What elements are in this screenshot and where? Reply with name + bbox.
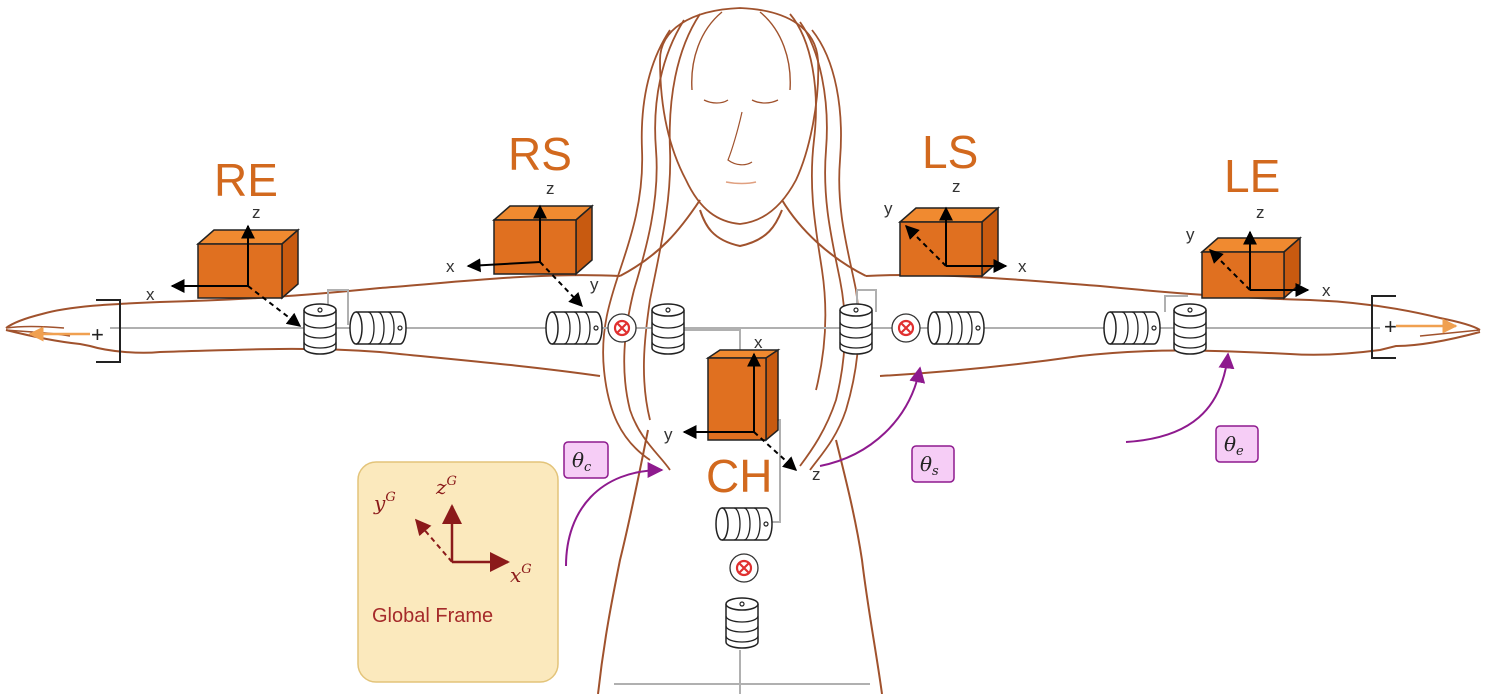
sensor-label-ch: CH: [706, 450, 772, 502]
axis-ch-x: x: [754, 333, 763, 352]
left-hand-marker: +: [1371, 295, 1458, 359]
sensor-rs: [466, 204, 594, 308]
axis-rs-z: z: [546, 179, 555, 198]
axis-re-z: z: [252, 203, 261, 222]
axis-rs-y: y: [590, 275, 599, 294]
global-x-axis: xG: [510, 562, 532, 587]
axis-le-x: x: [1322, 281, 1331, 300]
sensor-le: [1200, 230, 1310, 300]
axis-ch-y: y: [664, 425, 673, 444]
sensor-label-rs: RS: [508, 128, 572, 180]
angle-label-theta-e: θe: [1215, 425, 1259, 463]
sensor-re: [170, 224, 302, 327]
right-hand-marker: +: [28, 299, 121, 363]
sensor-ch: [682, 348, 798, 471]
axis-le-y: y: [1186, 225, 1195, 244]
svg-text:θe: θe: [1224, 432, 1244, 459]
axis-rs-x: x: [446, 257, 455, 276]
sensor-label-le: LE: [1224, 150, 1280, 202]
axis-ls-x: x: [1018, 257, 1027, 276]
axis-ls-y: y: [884, 199, 893, 218]
angle-arrows: [565, 352, 1235, 567]
sensor-ls: [898, 206, 1008, 278]
sensor-label-ls: LS: [922, 126, 978, 178]
global-frame-title: Global Frame: [372, 605, 493, 627]
svg-text:θc: θc: [572, 448, 592, 475]
global-y-axis: yG: [373, 490, 396, 515]
axis-ch-z: z: [812, 465, 821, 484]
angle-label-theta-c: θc: [563, 441, 609, 479]
angle-label-theta-s: θs: [911, 445, 955, 483]
global-frame-panel: [357, 461, 559, 683]
sensor-label-re: RE: [214, 154, 278, 206]
svg-text:θs: θs: [920, 452, 939, 479]
axis-ls-z: z: [952, 177, 961, 196]
axis-le-z: z: [1256, 203, 1265, 222]
head-hair: [602, 7, 860, 471]
left-hand-plus: +: [1384, 314, 1397, 339]
right-hand-plus: +: [91, 322, 104, 347]
global-z-axis: zG: [435, 474, 457, 499]
axis-re-x: x: [146, 285, 155, 304]
